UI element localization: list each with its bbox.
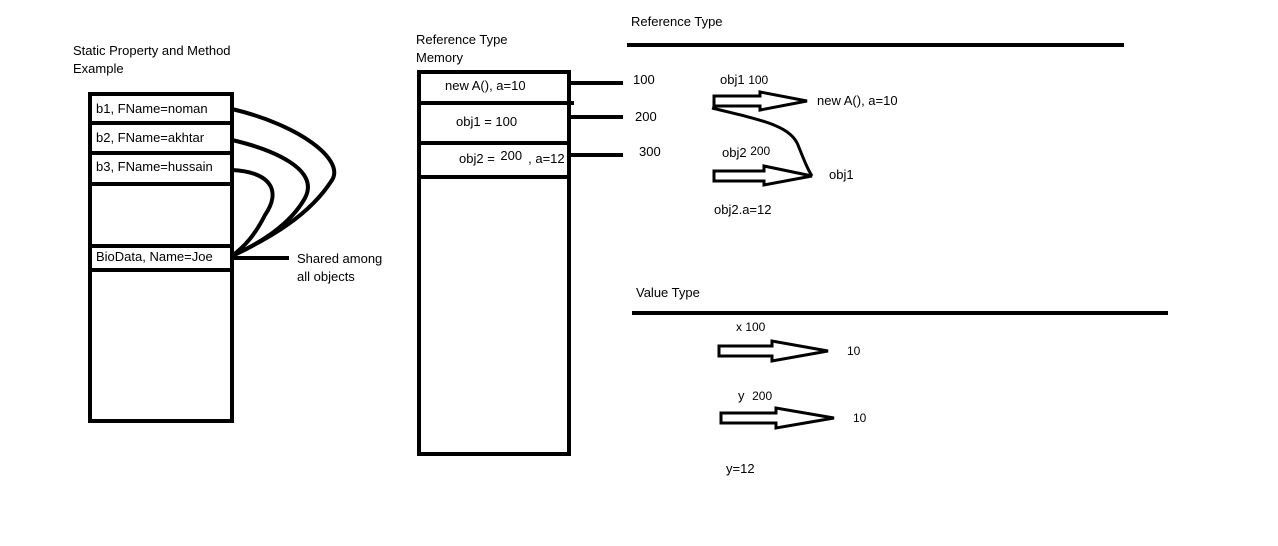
memory-cell-obj1: obj1 = 100 — [456, 114, 518, 129]
value-type-title: Value Type — [636, 285, 700, 300]
static-pointer-curve — [231, 107, 337, 258]
obj2-reference-curve — [711, 106, 814, 177]
static-shared-row: BioData, Name=Joe — [96, 249, 213, 264]
y-arrow-icon — [719, 406, 835, 430]
memory-address-300: 300 — [639, 144, 661, 159]
memory-address-200: 200 — [635, 109, 657, 124]
memory-title-line: Memory — [416, 50, 463, 65]
obj2-name: obj2 — [722, 145, 747, 160]
x-label: x 100 — [736, 320, 766, 334]
obj2-arrow-icon — [712, 164, 813, 187]
x-target: 10 — [847, 344, 861, 358]
static-title: Static Property and Method Example — [73, 42, 231, 78]
memory-cell-obj2-name: obj2 = — [459, 151, 499, 166]
obj1-value: 100 — [748, 73, 769, 87]
memory-title-line: Reference Type — [416, 32, 508, 47]
static-row-b1: b1, FName=noman — [96, 101, 208, 116]
obj1-target: new A(), a=10 — [817, 93, 898, 108]
y-label: y 200 — [738, 387, 772, 405]
memory-cell-new-a: new A(), a=10 — [445, 78, 526, 93]
obj2-assignment: obj2.a=12 — [714, 202, 772, 217]
static-row-b3: b3, FName=hussain — [96, 159, 213, 174]
static-title-line: Static Property and Method — [73, 43, 231, 58]
obj2-label: obj2 200 — [722, 144, 770, 162]
memory-address-100: 100 — [633, 72, 655, 87]
static-pointer-curve — [231, 138, 310, 258]
memory-cell-obj2-field: , a=12 — [528, 151, 565, 166]
obj1-label: obj1 100 — [720, 71, 768, 89]
shared-note: Shared among all objects — [297, 250, 382, 286]
obj1-arrow-icon — [712, 90, 808, 112]
static-row-b2: b2, FName=akhtar — [96, 130, 205, 145]
x-arrow-icon — [717, 339, 829, 363]
obj2-value: 200 — [750, 144, 771, 158]
static-pointer-curve — [230, 168, 275, 258]
memory-cell-obj2-ref: 200 — [500, 148, 523, 163]
y-target: 10 — [853, 411, 867, 425]
static-title-line: Example — [73, 61, 124, 76]
shared-note-line-text: all objects — [297, 269, 355, 284]
y-assignment: y=12 — [726, 461, 755, 476]
reference-type-title: Reference Type — [631, 14, 723, 29]
memory-cell-obj2: obj2 = 200 , a=12 — [459, 148, 565, 168]
obj1-name: obj1 — [720, 72, 745, 87]
obj2-target: obj1 — [829, 167, 854, 182]
memory-title: Reference Type Memory — [416, 31, 508, 67]
y-name: y — [738, 388, 745, 403]
shared-note-line-text: Shared among — [297, 251, 383, 266]
reference-memory-box — [417, 70, 571, 456]
y-value: 200 — [752, 389, 773, 403]
